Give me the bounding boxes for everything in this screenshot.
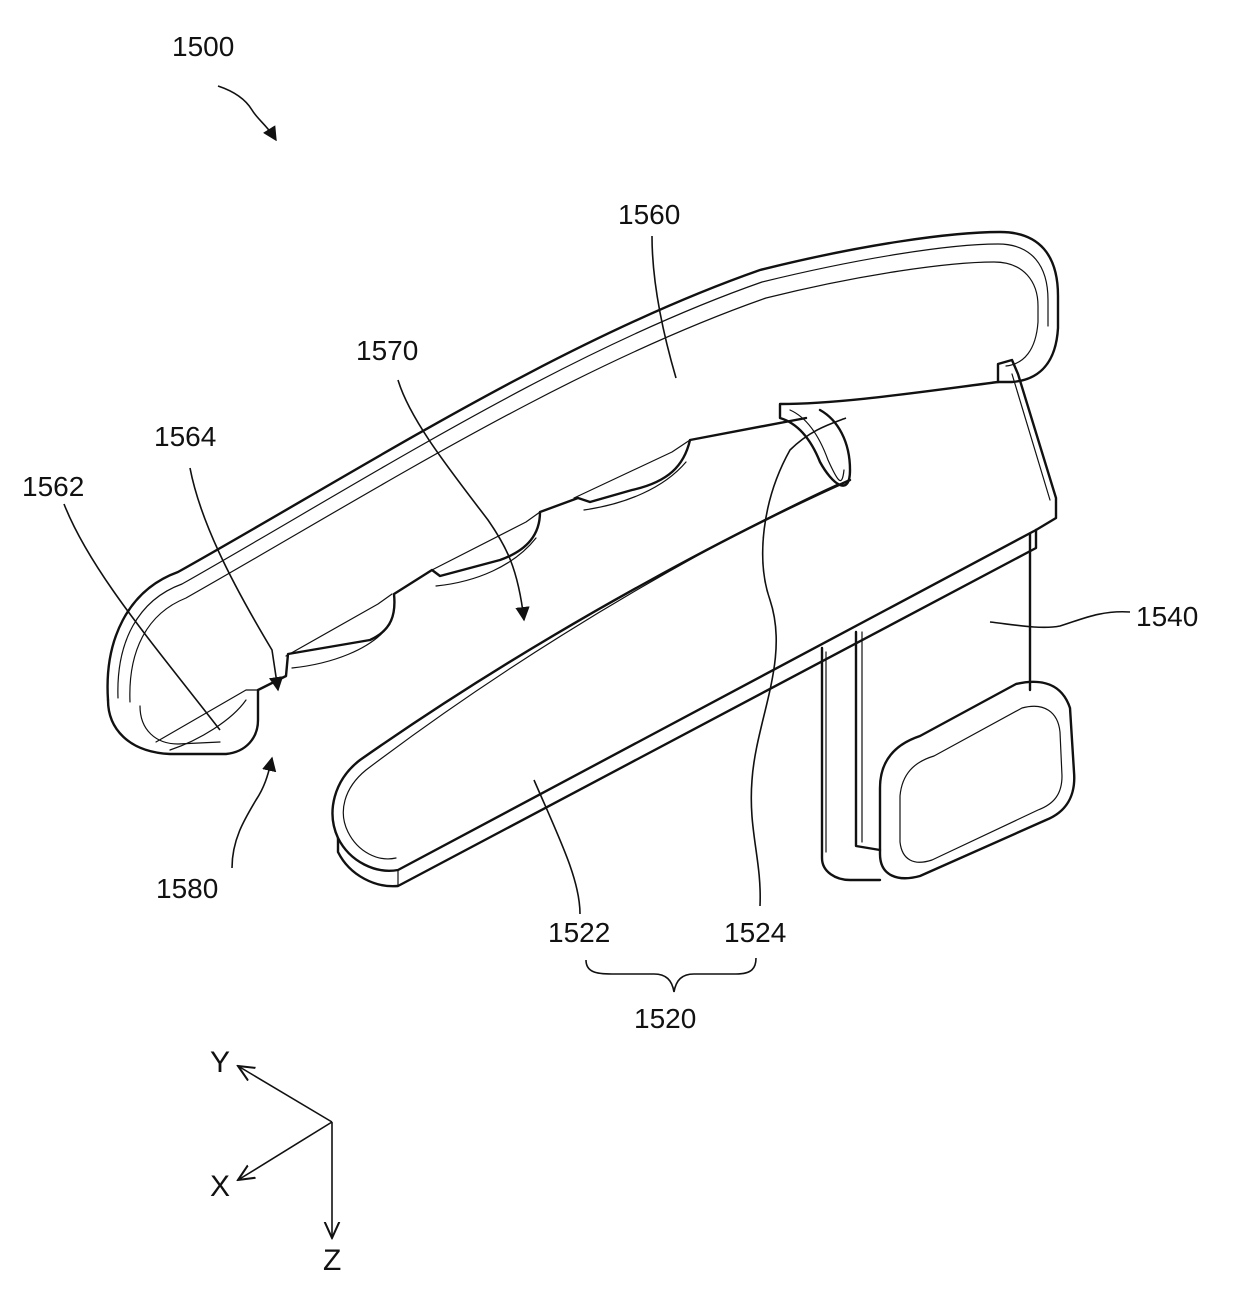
label-1570: 1570 bbox=[356, 335, 418, 366]
base-block-top bbox=[998, 360, 1056, 530]
slot-end bbox=[780, 382, 998, 486]
label-1564: 1564 bbox=[154, 421, 216, 452]
axis-x bbox=[238, 1122, 332, 1180]
axis-z-label: Z bbox=[323, 1244, 341, 1277]
label-1524: 1524 bbox=[724, 917, 786, 948]
clip-device bbox=[108, 232, 1075, 886]
upper-arm-outline bbox=[108, 232, 1058, 700]
upper-arm-top-ridge bbox=[118, 244, 1048, 698]
axis-y-label: Y bbox=[210, 1046, 230, 1079]
lower-arm-outline bbox=[333, 480, 1036, 871]
lower-arm-front-edge bbox=[338, 530, 1036, 886]
brace-1520 bbox=[586, 958, 756, 992]
leader-1562 bbox=[64, 504, 220, 730]
reference-numerals: 1500 1560 1570 1564 1562 1540 1580 1522 … bbox=[22, 31, 1198, 1034]
tooth-3b bbox=[436, 538, 536, 586]
leaders bbox=[64, 86, 1130, 992]
label-1520: 1520 bbox=[634, 1003, 696, 1034]
leader-1564 bbox=[190, 468, 278, 690]
base-block-edge bbox=[1012, 374, 1050, 500]
label-1522: 1522 bbox=[548, 917, 610, 948]
leader-1540 bbox=[990, 612, 1130, 628]
tooth-1 bbox=[156, 690, 258, 742]
axis-y bbox=[238, 1066, 332, 1122]
tooth-3 bbox=[428, 512, 540, 572]
label-1560: 1560 bbox=[618, 199, 680, 230]
label-1540: 1540 bbox=[1136, 601, 1198, 632]
leader-1522 bbox=[534, 780, 580, 914]
tooth-2 bbox=[286, 594, 392, 656]
leader-1580 bbox=[232, 758, 272, 868]
upper-arm-top-ridge-2 bbox=[130, 262, 1038, 702]
label-1562: 1562 bbox=[22, 471, 84, 502]
leader-1500 bbox=[218, 86, 276, 140]
axis-triad: Y X Z bbox=[210, 1046, 341, 1277]
leader-1524 bbox=[751, 418, 846, 906]
axis-x-label: X bbox=[210, 1170, 230, 1203]
foot-pad-ridge bbox=[900, 706, 1062, 862]
label-1500: 1500 bbox=[172, 31, 234, 62]
foot-pad bbox=[880, 682, 1074, 878]
label-1580: 1580 bbox=[156, 873, 218, 904]
